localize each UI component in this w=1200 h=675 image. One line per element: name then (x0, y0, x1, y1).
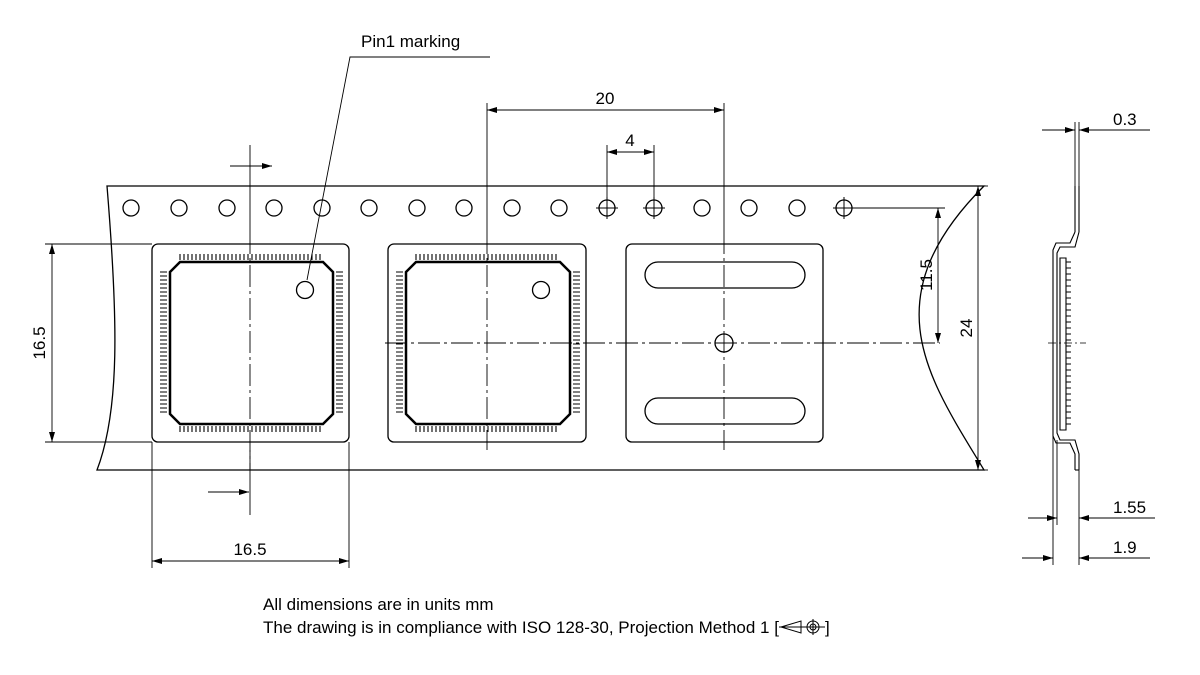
dim-package-width: 16.5 (233, 540, 266, 559)
dim-pitch-4: 4 (625, 131, 634, 150)
pin1-marking-label: Pin1 marking (361, 32, 460, 51)
iso-compliance-note: The drawing is in compliance with ISO 12… (263, 617, 830, 639)
dim-1-9: 1.9 (1113, 538, 1137, 557)
iso-note-bracket: ] (824, 618, 830, 637)
dim-pitch-20: 20 (596, 89, 615, 108)
side-profile-view (1048, 186, 1086, 471)
dim-depth-0-3: 0.3 (1113, 110, 1137, 129)
units-note: All dimensions are in units mm (263, 595, 494, 614)
dim-tape-width: 24 (957, 319, 976, 338)
pocket-1 (151, 243, 350, 443)
first-angle-projection-icon (778, 619, 825, 635)
dim-11-5: 11.5 (917, 259, 936, 291)
dim-1-55: 1.55 (1113, 498, 1146, 517)
iso-note-text: The drawing is in compliance with ISO 12… (263, 618, 779, 637)
sprocket-holes (122, 199, 853, 217)
dim-package-height: 16.5 (30, 326, 49, 359)
pin1-marker (295, 280, 315, 300)
